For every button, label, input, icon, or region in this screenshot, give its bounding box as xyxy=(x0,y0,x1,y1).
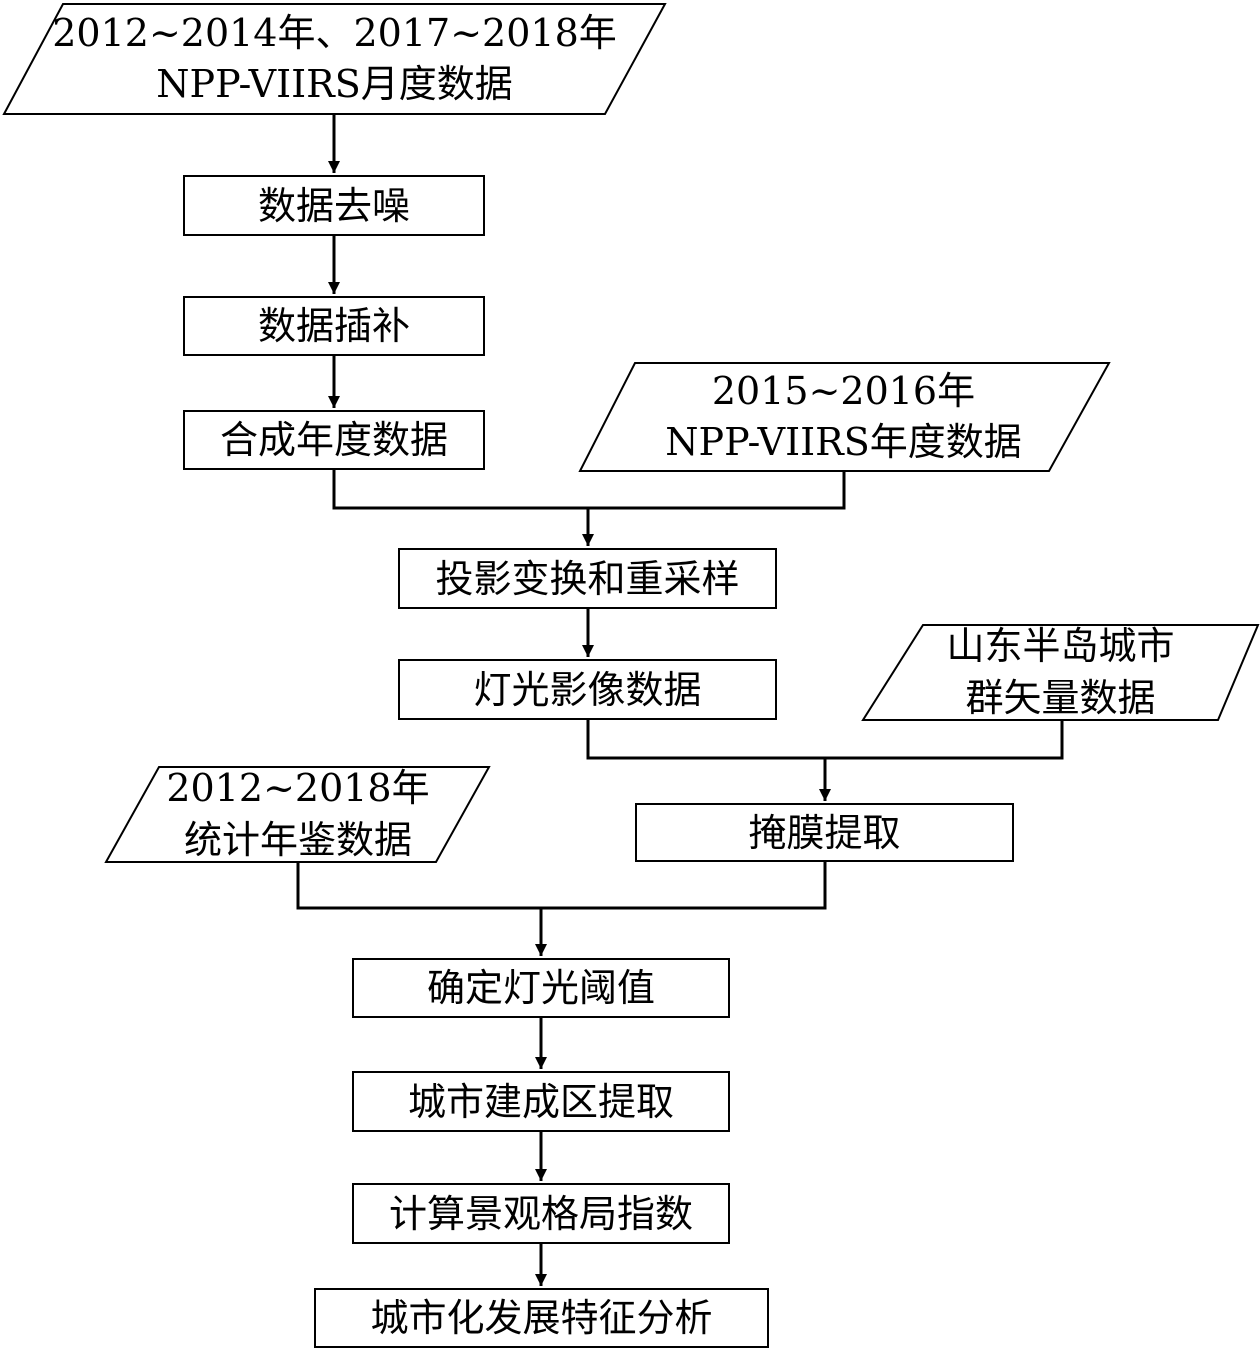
step-interpolate: 数据插补 xyxy=(183,296,485,356)
merge-composite-annual xyxy=(332,470,846,510)
step-mask-extract: 掩膜提取 xyxy=(635,803,1014,862)
step-reproject-resample: 投影变换和重采样 xyxy=(398,548,777,609)
input-parallelogram-vector xyxy=(861,624,1260,721)
input-monthly-line2: NPP-VIIRS月度数据 xyxy=(156,62,513,106)
step-denoise: 数据去噪 xyxy=(183,175,485,236)
input-vector-line1: 山东半岛城市 xyxy=(946,624,1175,669)
merge-yearbook-mask xyxy=(296,862,827,910)
step-landscape-index: 计算景观格局指数 xyxy=(352,1183,730,1244)
step-threshold: 确定灯光阈值 xyxy=(352,958,730,1018)
input-annual-line1: 2015~2016年 xyxy=(711,368,976,413)
input-annual-line2: NPP-VIIRS年度数据 xyxy=(665,420,1022,464)
step-light-image: 灯光影像数据 xyxy=(398,659,777,720)
input-vector-line2: 群矢量数据 xyxy=(965,675,1156,720)
input-monthly-npp-viirs: 2012~2014年、2017~2018年 NPP-VIIRS月度数据 xyxy=(34,4,635,114)
connector-lines xyxy=(296,114,1064,1286)
input-yearbook-data: 2012~2018年 统计年鉴数据 xyxy=(133,766,463,862)
input-annual-npp-viirs: 2015~2016年 NPP-VIIRS年度数据 xyxy=(608,363,1079,471)
step-composite-annual: 合成年度数据 xyxy=(183,410,485,470)
input-monthly-line1: 2012~2014年、2017~2018年 xyxy=(52,10,617,55)
step-urbanization-analysis: 城市化发展特征分析 xyxy=(314,1288,769,1348)
input-parallelogram-yearbook xyxy=(104,766,491,863)
input-yearbook-line1: 2012~2018年 xyxy=(166,766,430,811)
input-parallelogram-monthly xyxy=(2,3,667,115)
input-yearbook-line2: 统计年鉴数据 xyxy=(183,817,412,862)
input-parallelogram-annual xyxy=(578,362,1111,472)
merge-light-vector xyxy=(586,720,1064,760)
input-vector-data: 山东半岛城市 群矢量数据 xyxy=(893,624,1228,720)
step-builtup-extract: 城市建成区提取 xyxy=(352,1071,730,1132)
